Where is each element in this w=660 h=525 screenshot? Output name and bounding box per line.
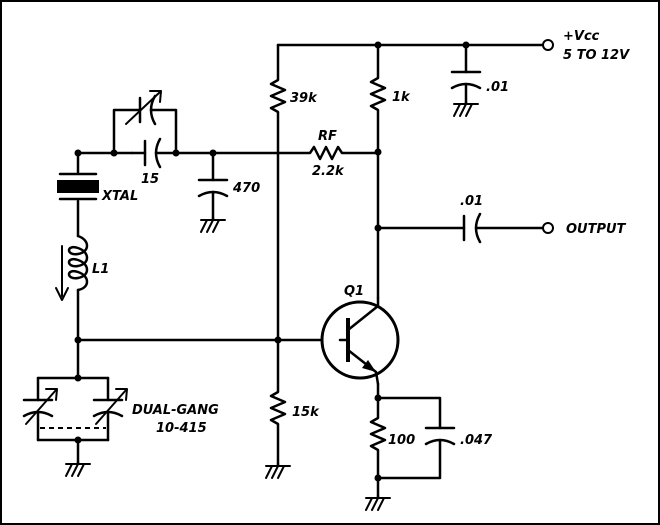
vcc-label: +Vcc [563,29,600,44]
ground-dual-gang [65,460,91,477]
rf-value-label: 2.2k [312,164,345,179]
capacitor-470 [197,151,229,220]
cap15-label: 15 [141,172,159,187]
cap047-label: .047 [460,433,493,448]
r15k-label: 15k [292,405,320,420]
ground-emitter [365,494,391,511]
r39k-label: 39k [290,91,318,106]
trimmer-capacitor-top [110,90,178,157]
resistor-1k [369,43,387,300]
r1k-label: 1k [392,90,411,105]
vcc-terminal [542,39,554,51]
dual-gang-part-label: 10-415 [156,421,207,436]
output-coupling-capacitor [376,212,554,244]
r100-label: 100 [388,433,415,448]
output-terminal [542,222,554,234]
ground-vcc-cap [453,100,479,117]
transistor-q1 [320,296,400,386]
feedback-rf-resistor [74,145,380,161]
dual-gang-label: DUAL-GANG [132,403,219,418]
dual-gang-capacitor [22,338,128,464]
emitter-network [369,382,456,498]
output-cap-label: .01 [460,194,483,209]
cap470-label: 470 [232,181,260,196]
resistor-39k [269,43,287,340]
xtal-label: XTAL [101,189,138,204]
q1-label: Q1 [344,284,364,299]
resistor-15k [269,338,287,466]
vcc-cap-label: .01 [486,80,509,95]
l1-label: L1 [92,262,109,277]
ground-470 [200,216,226,233]
rf-label: RF [318,129,337,144]
vcc-bypass-capacitor [450,43,482,104]
base-bias-line [74,336,342,344]
crystal-xtal [57,151,99,238]
supply-rail [276,39,554,51]
capacitor-15 [130,137,178,169]
output-label: OUTPUT [566,222,627,237]
ground-15k [265,462,291,479]
vcc-range-label: 5 TO 12V [563,48,630,63]
inductor-l1 [55,234,89,342]
